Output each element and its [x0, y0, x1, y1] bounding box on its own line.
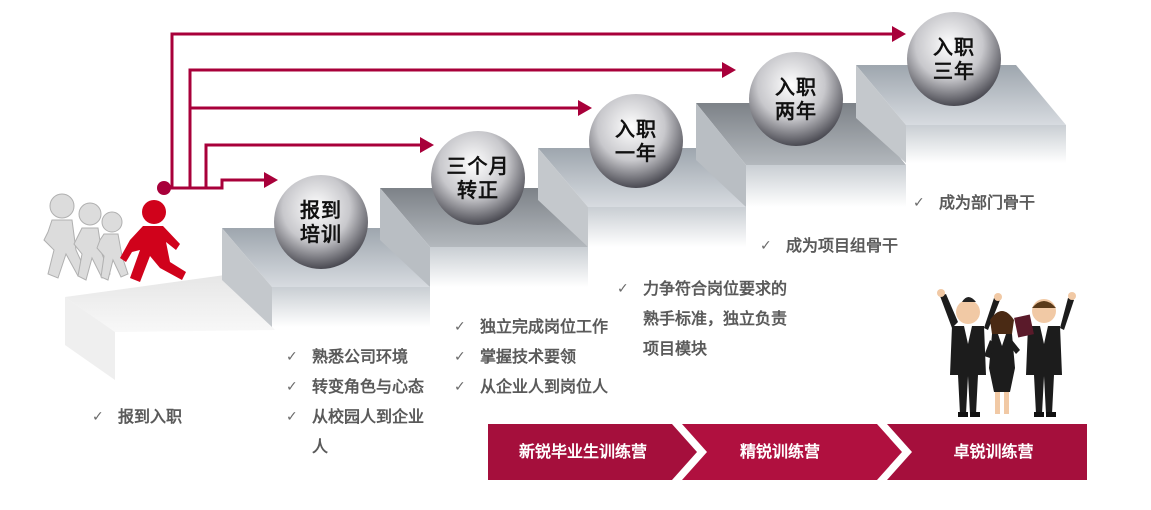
celebrating-team-figure — [937, 289, 1076, 417]
milestone-ball-1 — [274, 175, 368, 269]
check-icon: ✓ — [913, 195, 925, 211]
band-separators — [672, 424, 912, 480]
arrow-to-year-one — [188, 106, 586, 188]
checklist-training: ✓熟悉公司环境 ✓转变角色与心态 ✓从校园人到企业 人 — [286, 342, 424, 462]
checklist-item: ✓从企业人到岗位人 — [454, 372, 608, 402]
checklist-item-continued: 项目模块 — [643, 339, 708, 358]
arrow-to-year-three — [170, 32, 900, 188]
milestone-ball-3 — [589, 94, 683, 188]
checklist-year-two: ✓成为项目组骨干 — [760, 231, 898, 261]
checklist-item: ✓独立完成岗位工作 — [454, 312, 608, 342]
progress-arrows — [165, 32, 900, 190]
step-4 — [696, 103, 906, 207]
check-icon: ✓ — [454, 319, 466, 335]
milestone-label-5: 入职 三年 — [933, 35, 975, 83]
checklist-item: ✓成为部门骨干 — [913, 188, 1035, 218]
checklist-item: ✓成为项目组骨干 — [760, 231, 898, 261]
milestone-ball-4 — [749, 52, 843, 146]
checklist-regular: ✓独立完成岗位工作 ✓掌握技术要领 ✓从企业人到岗位人 — [454, 312, 608, 402]
check-icon: ✓ — [286, 409, 298, 425]
checklist-item: ✓转变角色与心态 — [286, 372, 424, 402]
milestone-label-2: 三个月 转正 — [446, 154, 510, 202]
milestone-ball-5 — [907, 12, 1001, 106]
arrow-to-training — [165, 178, 272, 190]
check-icon: ✓ — [617, 281, 629, 297]
check-icon: ✓ — [286, 349, 298, 365]
checklist-item-continued: 人 — [312, 437, 329, 456]
check-icon: ✓ — [760, 238, 772, 254]
arrow-origin-dot — [157, 181, 171, 195]
milestone-label-4: 入职 两年 — [775, 75, 817, 123]
milestone-ball-2 — [431, 131, 525, 225]
milestone-label-1: 报到 培训 — [300, 198, 342, 246]
check-icon: ✓ — [286, 379, 298, 395]
band-label-top-camp: 卓锐训练营 — [953, 442, 1034, 461]
checklist-item: ✓熟悉公司环境 — [286, 342, 424, 372]
arrow-heads — [264, 26, 906, 188]
check-icon: ✓ — [454, 349, 466, 365]
training-band — [488, 424, 1087, 480]
checklist-year-one: ✓力争符合岗位要求的 熟手标准，独立负责 项目模块 — [617, 274, 787, 364]
milestone-label-3: 入职 一年 — [615, 117, 657, 165]
checklist-item: ✓掌握技术要领 — [454, 342, 608, 372]
ground-step — [65, 275, 275, 380]
checklist-item: ✓力争符合岗位要求的 — [617, 274, 787, 304]
checklist-year-three: ✓成为部门骨干 — [913, 188, 1035, 218]
band-label-elite-camp: 精锐训练营 — [739, 442, 820, 461]
band-label-graduate-camp: 新锐毕业生训练营 — [518, 442, 647, 461]
check-icon: ✓ — [454, 379, 466, 395]
check-icon: ✓ — [92, 409, 104, 425]
checklist-onboard: ✓报到入职 — [92, 402, 182, 432]
runners-figure — [43, 193, 186, 282]
arrow-to-three-months — [204, 143, 428, 188]
step-2 — [380, 188, 588, 287]
checklist-item-continued: 熟手标准，独立负责 — [643, 309, 788, 328]
checklist-item: ✓从校园人到企业 — [286, 402, 424, 432]
checklist-item: ✓报到入职 — [92, 402, 182, 432]
